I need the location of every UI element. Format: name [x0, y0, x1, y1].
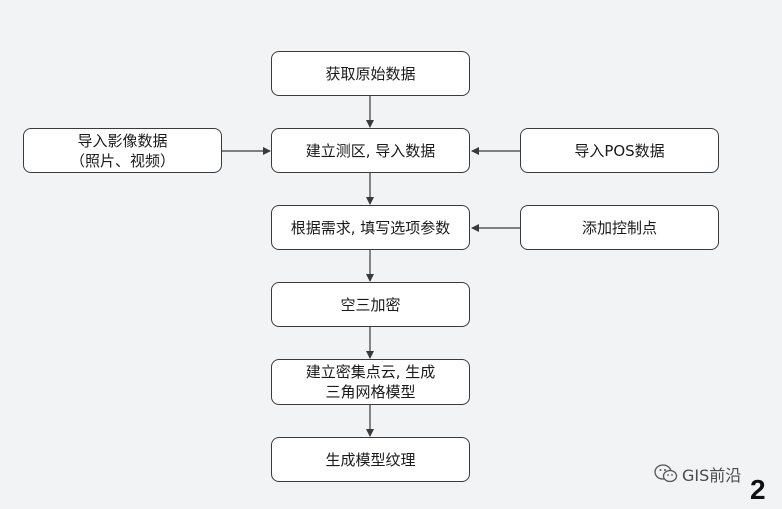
node-fill-parameters: 根据需求, 填写选项参数 — [271, 205, 470, 250]
node-acquire-raw-data: 获取原始数据 — [271, 51, 470, 96]
node-build-survey-area: 建立测区, 导入数据 — [271, 128, 470, 173]
node-import-pos: 导入POS数据 — [520, 128, 719, 173]
node-import-images: 导入影像数据 （照片、视频） — [23, 128, 222, 173]
node-add-control-points: 添加控制点 — [520, 205, 719, 250]
page-number: 2 — [750, 474, 766, 505]
wechat-icon — [654, 463, 678, 485]
watermark: GIS前沿 — [654, 462, 741, 486]
node-aerial-triangulation: 空三加密 — [271, 282, 470, 327]
watermark-label: GIS前沿 — [682, 466, 742, 485]
node-generate-texture: 生成模型纹理 — [271, 437, 470, 482]
node-dense-point-cloud: 建立密集点云, 生成 三角网格模型 — [271, 359, 470, 405]
